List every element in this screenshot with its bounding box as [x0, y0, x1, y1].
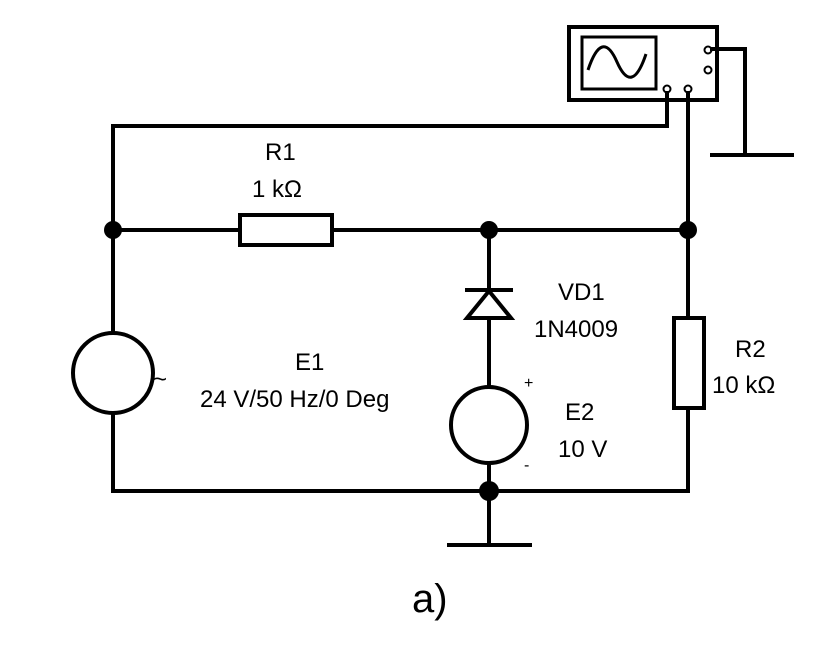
e2-ref: E2 [565, 399, 594, 426]
r2-ref: R2 [735, 336, 766, 363]
diode-icon[interactable] [462, 287, 516, 320]
figure-caption: a) [412, 577, 448, 621]
junction-dot [480, 221, 498, 239]
r1-ref: R1 [265, 139, 296, 166]
scope-ground-wire [710, 47, 747, 157]
ac-source-icon[interactable] [71, 331, 155, 415]
e1-ref: E1 [295, 349, 324, 376]
e2-value: 10 V [558, 436, 607, 463]
junction-dot [479, 481, 499, 501]
vd1-value: 1N4009 [534, 316, 618, 343]
junction-dot [679, 221, 697, 239]
resistor-icon[interactable] [238, 213, 334, 247]
probe-a-wire [111, 91, 669, 232]
resistor-icon[interactable] [672, 316, 706, 410]
e1-value: 24 V/50 Hz/0 Deg [200, 386, 389, 413]
vd1-ref: VD1 [558, 279, 605, 306]
oscilloscope-icon[interactable] [567, 25, 719, 102]
r1-value: 1 kΩ [252, 176, 302, 203]
dc-source-icon[interactable] [449, 385, 529, 465]
r2-value: 10 kΩ [712, 372, 775, 399]
e2-minus: - [524, 457, 529, 474]
e1-symbol: ~ [153, 366, 167, 393]
e2-plus: + [524, 375, 533, 392]
junction-dot [104, 221, 122, 239]
